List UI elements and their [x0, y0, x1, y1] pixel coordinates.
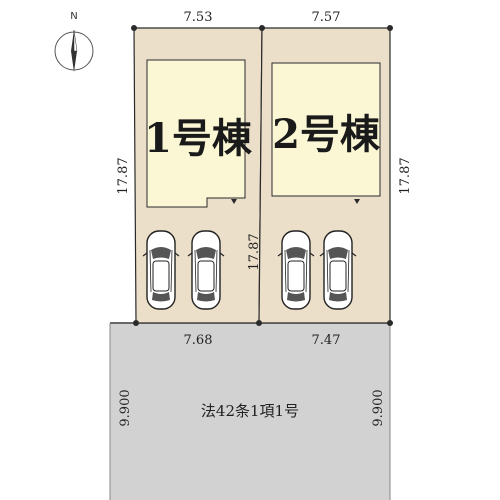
north-label: N: [70, 11, 77, 22]
building-2: [271, 62, 381, 197]
building-2-label: 2号棟: [272, 111, 381, 158]
road-right-width: 9.900: [371, 389, 386, 426]
north-arrow-icon: [54, 29, 94, 72]
lot-1-bottom-width: 7.68: [184, 333, 213, 348]
road-label: 法42条1項1号: [201, 402, 299, 420]
lot-1-right-depth: 17.87: [247, 233, 262, 270]
car-icon: [277, 230, 315, 310]
lot-2-right-depth: 17.87: [398, 157, 413, 194]
boundary-markers: [131, 25, 393, 326]
road-area: [110, 322, 390, 500]
car-icon: [142, 230, 180, 310]
road-left-width: 9.900: [118, 389, 133, 426]
building-1-label: 1号棟: [144, 115, 253, 162]
lot-2-top-width: 7.57: [312, 10, 341, 25]
entrance-marker-1: [231, 199, 237, 204]
entrance-marker-2: [354, 199, 360, 204]
lot-2-bottom-width: 7.47: [312, 333, 341, 348]
car-icon: [187, 230, 225, 310]
building-1: [146, 59, 246, 208]
car-icon: [319, 230, 357, 310]
parking-cars: [142, 230, 357, 310]
lot-1-top-width: 7.53: [184, 10, 213, 25]
lot-1-left-depth: 17.87: [116, 157, 131, 194]
